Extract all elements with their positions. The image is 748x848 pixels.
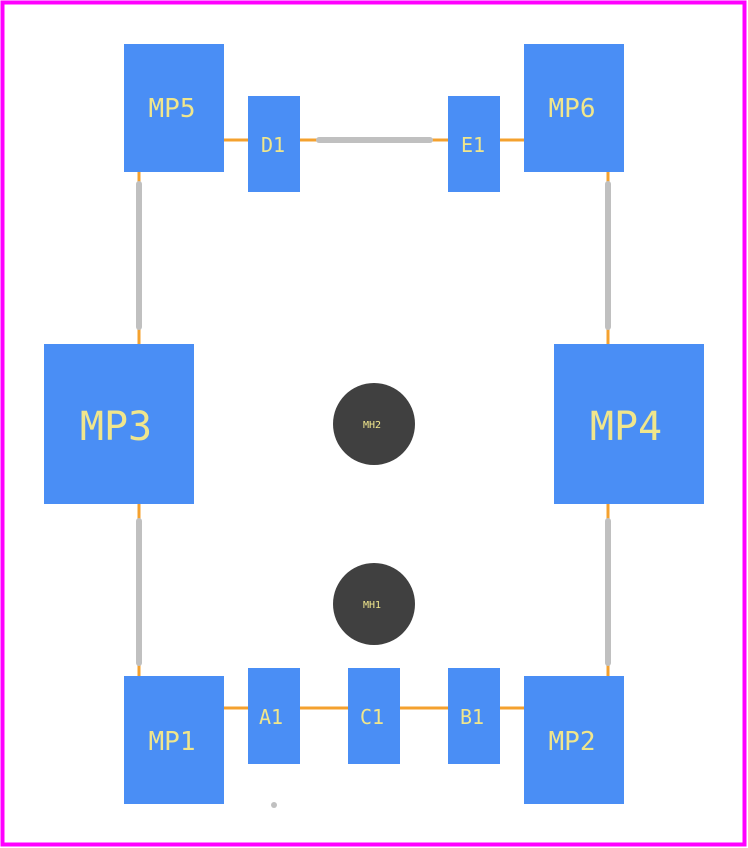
- pad-mp5: [124, 44, 224, 172]
- gray-traces: [136, 137, 611, 666]
- pad-label-mp1: MP1: [149, 727, 196, 757]
- pad-label-c1: C1: [360, 705, 384, 729]
- pad-e1: [448, 96, 500, 192]
- pad-label-mp6: MP6: [549, 94, 596, 124]
- mounting-hole-mh1: [333, 563, 415, 645]
- pad-label-a1: A1: [259, 705, 283, 729]
- hole-label-mh2: MH2: [363, 420, 381, 431]
- pad-b1: [448, 668, 500, 764]
- pad-d1: [248, 96, 300, 192]
- pad-c1: [348, 668, 400, 764]
- pad-mp2: [524, 676, 624, 804]
- pad-label-d1: D1: [261, 133, 285, 157]
- pad-label-mp5: MP5: [149, 94, 196, 124]
- pads: [44, 44, 704, 804]
- pad-label-mp3: MP3: [80, 404, 152, 450]
- pad-mp1: [124, 676, 224, 804]
- pad-label-e1: E1: [461, 133, 485, 157]
- pad-label-mp4: MP4: [590, 404, 662, 450]
- hole-label-mh1: MH1: [363, 600, 381, 611]
- mounting-hole-mh2: [333, 383, 415, 465]
- pad-mp3: [44, 344, 194, 504]
- pad-a1: [248, 668, 300, 764]
- pad-label-mp2: MP2: [549, 727, 596, 757]
- pin1-marker: [271, 802, 277, 808]
- pad-mp4: [554, 344, 704, 504]
- pad-mp6: [524, 44, 624, 172]
- pad-label-b1: B1: [460, 705, 484, 729]
